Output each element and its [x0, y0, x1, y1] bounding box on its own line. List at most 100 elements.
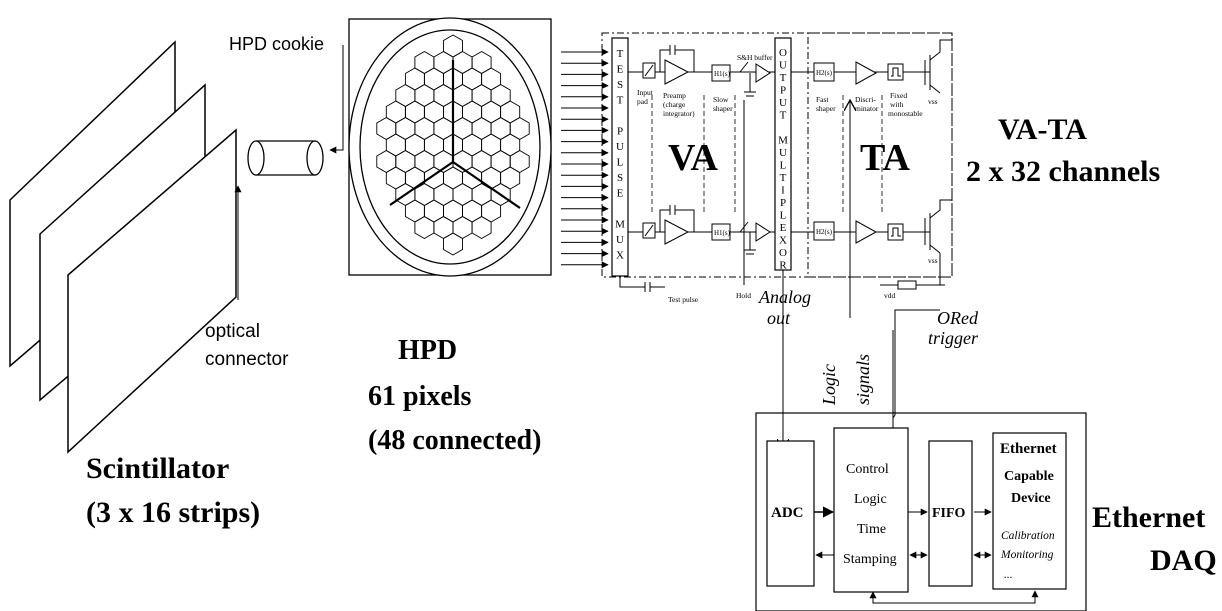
- hpd-body: [348, 17, 552, 277]
- hpd-connected: (48 connected): [368, 425, 541, 456]
- output-multiplexor-letter: T: [780, 172, 787, 184]
- hpd-pixel: [471, 215, 492, 240]
- ethernet-device-box: [992, 432, 1067, 590]
- optical-connector-label-1: optical: [205, 321, 260, 342]
- output-multiplexor-letter: X: [779, 235, 787, 247]
- hold-label: Hold: [736, 291, 751, 300]
- hpd-pixel-grid: [376, 34, 530, 256]
- fast-shaper-label-2: shaper: [816, 104, 836, 113]
- vata-title: VA-TA: [998, 113, 1087, 146]
- ta-circuit-bottom: [791, 199, 952, 290]
- preamp-label-3: integrator): [663, 109, 695, 118]
- fixed-label-3: monostable: [888, 109, 923, 118]
- preamp-label-1: Preamp: [663, 91, 686, 100]
- vdd-label: vdd: [884, 291, 896, 300]
- vss-bottom-label: vss: [928, 256, 938, 265]
- test-pulse-mux-letter: S: [617, 79, 623, 91]
- optical-connector-cylinder: [247, 140, 324, 176]
- h1-bottom-label: H1(s): [714, 229, 731, 237]
- control-label-4: Stamping: [843, 552, 897, 567]
- h2-bottom-label: H2(s): [816, 228, 833, 236]
- control-label-1: Control: [846, 462, 889, 477]
- test-pulse-mux-letter: X: [616, 250, 624, 262]
- test-pulse-mux-letter: P: [617, 126, 623, 138]
- hpd-cookie-label: HPD cookie: [229, 34, 324, 54]
- adc-box: [766, 440, 815, 587]
- hpd-pixels: 61 pixels: [368, 381, 472, 412]
- ethernet-device-label-3: Device: [1011, 491, 1051, 506]
- hpd-title: HPD: [398, 335, 457, 366]
- test-pulse-mux-letter: U: [616, 234, 624, 246]
- h1-top-label: H1(s): [714, 70, 731, 78]
- slow-shaper-label-1: Slow: [713, 95, 729, 104]
- fifo-label: FIFO: [932, 506, 966, 521]
- logic-signals-label-1: Logic: [819, 364, 839, 406]
- test-pulse-mux-letter: T: [617, 48, 624, 60]
- control-label-3: Time: [857, 522, 886, 537]
- test-pulse-mux-letter: E: [617, 188, 624, 200]
- slow-shaper-label-2: shaper: [713, 104, 733, 113]
- scintillator-strips: (3 x 16 strips): [86, 496, 260, 529]
- adc-label: ADC: [771, 505, 804, 521]
- hpd-sector-lines: [389, 60, 521, 209]
- output-multiplexor-letter: P: [780, 197, 786, 209]
- vata-channels: 2 x 32 channels: [966, 155, 1160, 188]
- va-circuit-bottom: [628, 205, 775, 255]
- analog-out-label-1: Analog: [758, 287, 811, 307]
- output-multiplexor-letter: O: [779, 47, 787, 59]
- test-pulse-mux-letter: S: [617, 172, 623, 184]
- optical-connector-label-2: connector: [205, 349, 289, 370]
- scintillator-title: Scintillator: [86, 452, 229, 485]
- output-multiplexor-letter: T: [780, 110, 787, 122]
- h2-top-label: H2(s): [816, 69, 833, 77]
- fifo-box: [928, 440, 973, 587]
- test-pulse-mux-letter: T: [617, 95, 624, 107]
- ta-section-outline: [807, 32, 953, 278]
- hpd-output-arrows: [561, 48, 609, 269]
- test-pulse-mux-letter: E: [617, 64, 624, 76]
- hpd-pixel: [443, 232, 463, 256]
- ta-circuit-top: [791, 39, 952, 94]
- va-label: VA: [668, 137, 719, 179]
- ored-trigger-label-2: trigger: [928, 328, 979, 348]
- va-stage-dividers: [651, 95, 736, 215]
- ta-label: TA: [860, 137, 911, 179]
- output-multiplexor-letter: M: [778, 135, 788, 147]
- calibration-label: Calibration: [1001, 530, 1055, 542]
- vss-top-label: vss: [928, 97, 938, 106]
- sh-buffer-label: S&H buffer: [737, 53, 773, 62]
- ethernet-device-label-2: Capable: [1004, 469, 1054, 484]
- ored-trigger-label-1: ORed: [937, 308, 979, 328]
- preamp-label-2: (charge: [663, 100, 686, 109]
- output-multiplexor-letter: U: [779, 60, 787, 72]
- hpd-cookie-leader: [329, 45, 344, 154]
- ethernet-daq-label-1: Ethernet: [1092, 501, 1205, 534]
- analog-out-label-2: out: [767, 308, 791, 328]
- output-multiplexor-letter: P: [780, 85, 786, 97]
- output-multiplexor-letter: I: [781, 185, 785, 197]
- monitoring-label: Monitoring: [1000, 549, 1054, 561]
- daq-outline: [755, 412, 1087, 611]
- ellipsis-label: ...: [1004, 569, 1013, 581]
- va-control-lines: [619, 100, 783, 450]
- output-multiplexor-letter: T: [780, 72, 787, 84]
- output-multiplexor-letter: E: [780, 222, 787, 234]
- output-multiplexor-letter: L: [780, 210, 787, 222]
- input-pad-label-1: Input: [637, 88, 654, 97]
- output-multiplexor-letter: R: [779, 260, 787, 272]
- output-multiplexor-letter: U: [779, 147, 787, 159]
- fixed-label-1: Fixed: [890, 91, 907, 100]
- discriminator-label-2: minator: [855, 104, 879, 113]
- fast-shaper-label-1: Fast: [816, 95, 829, 104]
- input-pad-label-2: pad: [637, 97, 648, 106]
- output-multiplexor-letter: O: [779, 247, 787, 259]
- ethernet-device-label-1: Ethernet: [1000, 441, 1057, 457]
- test-pulse-mux-letter: M: [615, 219, 625, 231]
- logic-signals-label-2: signals: [853, 354, 873, 405]
- control-logic-box: [833, 427, 909, 593]
- discriminator-label-1: Discri-: [855, 95, 876, 104]
- test-pulse-label: Test pulse: [668, 295, 699, 304]
